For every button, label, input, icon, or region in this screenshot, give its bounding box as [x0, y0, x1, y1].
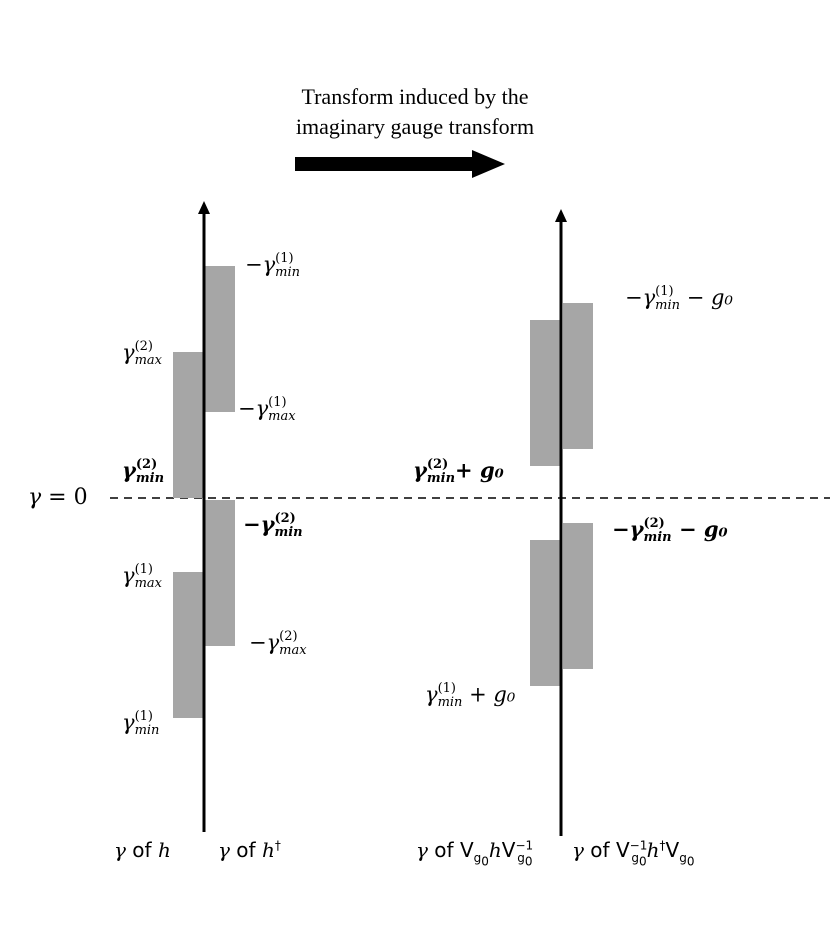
bar-vhv-upper: [530, 320, 560, 466]
label-neg-gamma-min1: −γ(1)min: [245, 251, 301, 280]
bar-vhdagv-lower: [563, 523, 593, 669]
bar-hdag-upper: [205, 266, 235, 412]
label-gamma-min2: γ(2)min: [122, 457, 165, 486]
label-neg-gamma-max2: −γ(2)max: [249, 629, 307, 658]
label-right-mid-left: γ(2)min+ g₀: [413, 457, 504, 486]
label-right-top: −γ(1)min − g₀: [625, 284, 733, 313]
left-vertical-axis: [198, 201, 210, 832]
label-right-mid-right: −γ(2)min − g₀: [612, 516, 728, 545]
caption-gamma-of-vhdagv: γ of V−1g0h†Vg0: [572, 838, 695, 869]
label-gamma-min1: γ(1)min: [122, 709, 160, 738]
bar-hdag-lower: [205, 500, 235, 646]
label-gamma-max2: γ(2)max: [122, 339, 162, 368]
label-gamma-max1: γ(1)max: [122, 562, 162, 591]
caption-gamma-of-vhv: γ of Vg0hV−1g0: [416, 838, 534, 869]
caption-gamma-of-h-dagger: γ of h†: [218, 838, 281, 862]
bar-vhdagv-upper: [563, 303, 593, 449]
label-right-bottom: γ(1)min + g₀: [425, 681, 516, 710]
label-neg-gamma-max1: −γ(1)max: [238, 395, 296, 424]
bar-vhv-lower: [530, 540, 560, 686]
transform-arrow: [295, 150, 505, 178]
bar-h-upper: [173, 352, 203, 498]
title-line-1: Transform induced by the: [301, 84, 529, 109]
diagram-title: Transform induced by the imaginary gauge…: [200, 82, 630, 142]
bar-h-lower: [173, 572, 203, 718]
title-line-2: imaginary gauge transform: [295, 114, 535, 139]
label-neg-gamma-min2: −γ(2)min: [243, 511, 303, 540]
zero-line-label: γ = 0: [28, 485, 88, 510]
right-vertical-axis: [555, 209, 567, 836]
caption-gamma-of-h: γ of h: [114, 838, 171, 862]
